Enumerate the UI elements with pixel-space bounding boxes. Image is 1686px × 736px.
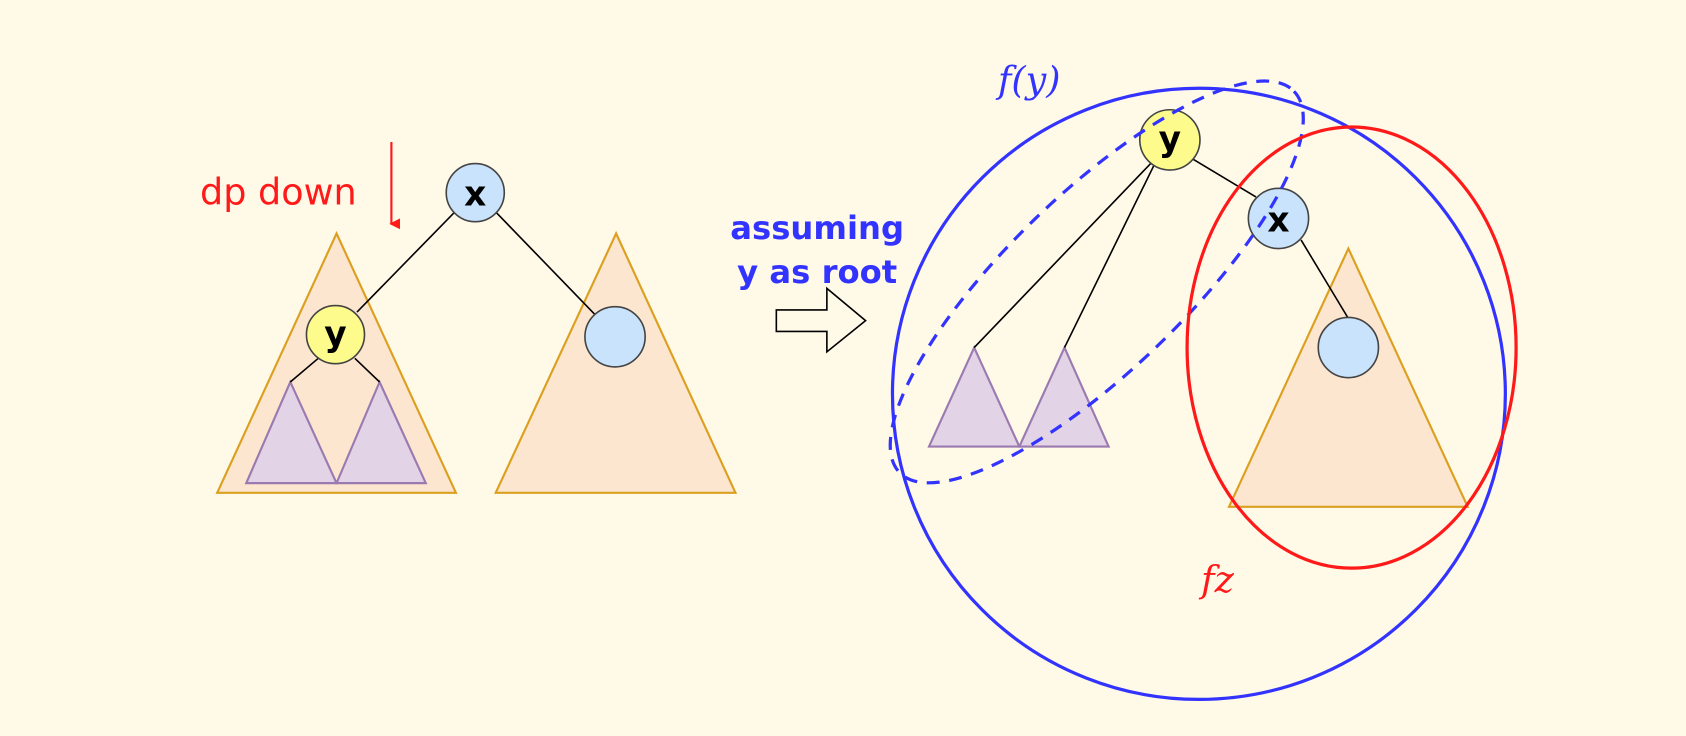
- edge-x-y: [356, 212, 455, 313]
- edge-y-x: [1190, 157, 1257, 198]
- small-subtree-left: [244, 379, 339, 485]
- y-as-root-label: y as root: [737, 253, 897, 291]
- hollow-right-arrow-icon: [775, 286, 867, 354]
- small-subtree-right-right: [1017, 344, 1111, 448]
- right-tree: y x f(y) fz: [888, 59, 1518, 702]
- node-y: [305, 304, 366, 365]
- edge-y-small-right: [1063, 163, 1156, 348]
- node-x: [445, 162, 506, 223]
- f-y-label: f(y): [995, 59, 1061, 102]
- dashed-set-ellipse: [888, 79, 1305, 485]
- assuming-label: assuming: [730, 209, 904, 247]
- node-x-label: x: [464, 175, 486, 215]
- node-y-label: y: [324, 314, 346, 354]
- left-tree: x y dp down: [200, 142, 738, 494]
- edge-y-left: [289, 357, 319, 383]
- node-x-child-label: x: [1267, 200, 1289, 240]
- inner-set-ellipse: [1185, 125, 1518, 570]
- node-sibling-right: [1317, 316, 1380, 379]
- small-subtree-right: [334, 379, 428, 485]
- edge-y-right: [354, 357, 381, 383]
- transition: assuming y as root: [730, 209, 904, 354]
- edge-x-sibling-right: [1300, 239, 1350, 319]
- fz-label: fz: [1198, 558, 1235, 601]
- node-y-root-label: y: [1159, 120, 1181, 160]
- outer-set-ellipse: [890, 86, 1507, 702]
- node-x-child: [1247, 187, 1310, 250]
- node-sibling: [584, 305, 646, 368]
- dp-down-label: dp down: [200, 170, 357, 213]
- edge-x-sibling: [496, 212, 596, 315]
- small-subtree-left-right: [927, 344, 1022, 448]
- edge-y-small-left: [973, 160, 1154, 349]
